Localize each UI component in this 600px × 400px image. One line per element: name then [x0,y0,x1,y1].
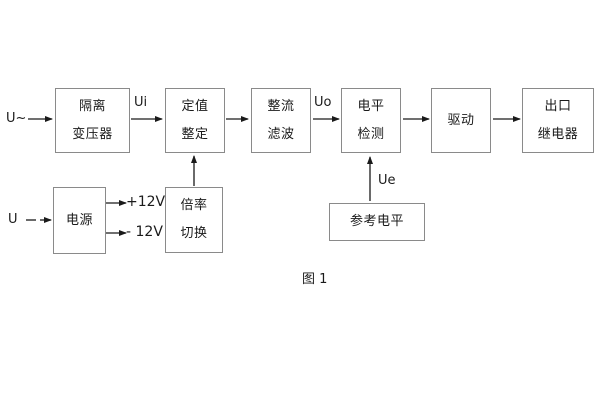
voltage-label-positive: +12V [126,194,166,210]
block-level-detection[interactable]: 电平 检测 [341,88,401,153]
block-label-line1: 定值 [181,98,209,114]
block-power-supply[interactable]: 电源 [53,187,106,254]
block-multiplier-switch[interactable]: 倍率 切换 [165,187,223,253]
block-label-line2: 切换 [180,226,208,241]
block-label-line1: 驱动 [447,112,475,128]
signal-label-ui: Ui [134,95,148,110]
block-label-line2: 检测 [357,126,385,142]
block-label-line1: 倍率 [180,198,208,213]
block-label-line2: 继电器 [537,126,579,142]
block-label-line2: 滤波 [267,126,295,142]
block-output-relay[interactable]: 出口 继电器 [522,88,594,153]
block-isolation-transformer[interactable]: 隔离 变压器 [55,88,130,153]
block-label-line2: 变压器 [72,126,113,142]
block-label-line1: 电平 [357,98,385,114]
block-reference-level[interactable]: 参考电平 [329,203,425,241]
block-label-line1: 隔离 [78,98,106,114]
voltage-label-negative: - 12V [126,224,163,240]
block-label-line1: 电源 [65,212,93,228]
block-drive[interactable]: 驱动 [431,88,491,153]
block-label-line1: 参考电平 [349,214,404,229]
block-label-line2: 整定 [181,126,209,142]
block-setpoint-setting[interactable]: 定值 整定 [165,88,225,153]
signal-label-uo: Uo [314,95,332,110]
input-label-dc: U [8,212,18,227]
signal-label-ue: Ue [378,173,396,188]
figure-caption: 图 1 [302,272,328,287]
block-label-line1: 出口 [544,98,572,114]
input-label-ac: U~ [6,111,27,126]
block-rectify-filter[interactable]: 整流 滤波 [251,88,311,153]
block-label-line1: 整流 [267,98,295,114]
